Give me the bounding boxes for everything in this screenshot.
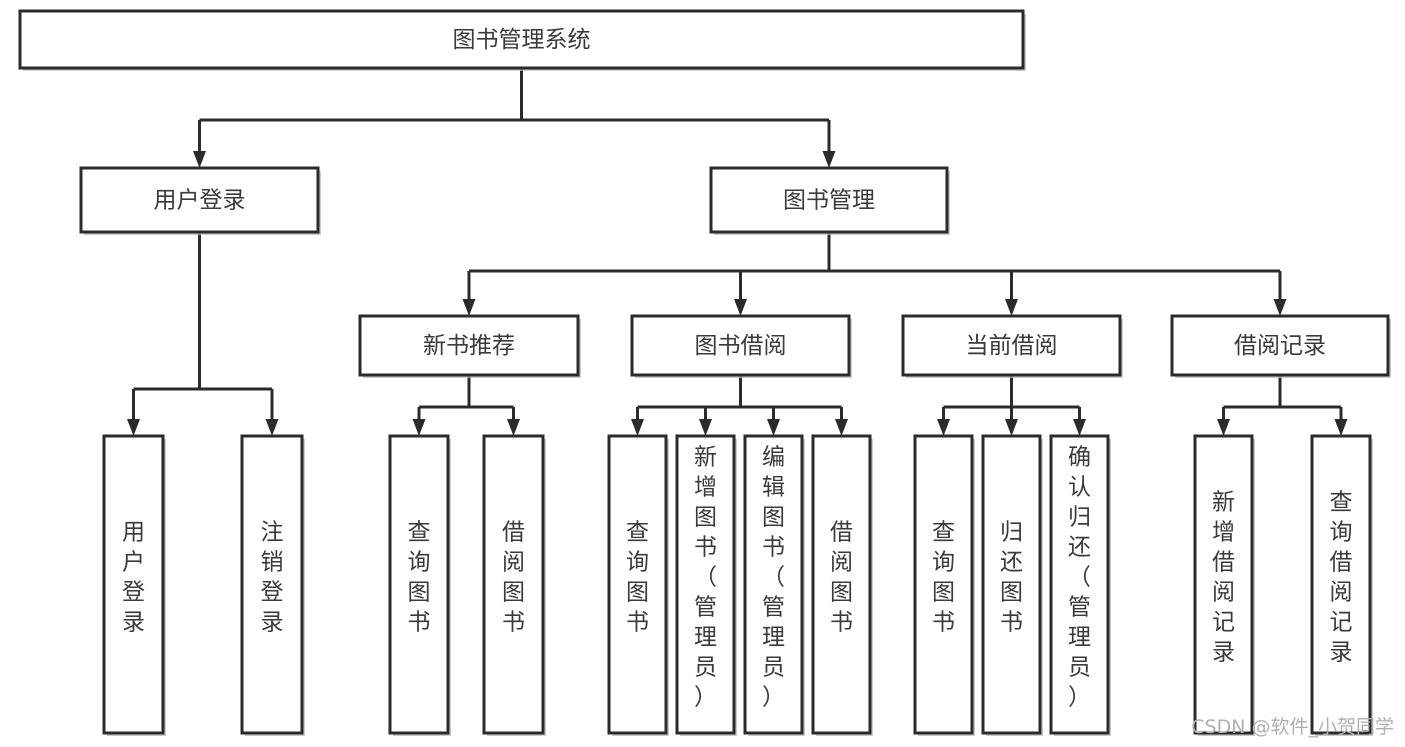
node-box-outline[interactable] — [901, 314, 1122, 377]
arrow-head-icon — [1073, 419, 1086, 436]
node-box-outline[interactable] — [102, 434, 165, 735]
node-leaf-leaf-record-query-record[interactable]: 查询借阅记录 — [1310, 434, 1373, 736]
arrow-head-icon — [822, 151, 836, 168]
node-box-outline[interactable] — [358, 314, 580, 377]
node-leaf-leaf-borrow-add-book[interactable]: 新增图书（管理员） — [675, 434, 737, 736]
node-box-outline[interactable] — [981, 434, 1042, 735]
node-layer: 图书管理系统用户登录图书管理新书推荐图书借阅当前借阅借阅记录用户登录注销登录查询… — [18, 9, 1391, 736]
arrow-head-icon — [1334, 419, 1348, 436]
node-label: 图书管理 — [783, 188, 875, 214]
connector-conn-recommend-to-leaves — [412, 375, 520, 436]
node-label: 新增图书（管理员） — [694, 445, 717, 711]
node-box-outline[interactable] — [1193, 434, 1254, 735]
node-label: 查询借阅记录 — [1330, 490, 1353, 666]
node-label: 图书借阅 — [695, 333, 787, 359]
node-label: 查询图书 — [626, 520, 649, 636]
node-box-outline[interactable] — [675, 434, 736, 735]
node-label: 借阅图书 — [830, 520, 853, 636]
arrow-head-icon — [412, 419, 426, 436]
node-level1-user-login[interactable]: 用户登录 — [79, 166, 321, 235]
node-level2-borrow-record[interactable]: 借阅记录 — [1170, 314, 1391, 378]
node-label: 用户登录 — [122, 520, 145, 636]
node-box-outline[interactable] — [607, 434, 668, 735]
node-label: 当前借阅 — [966, 333, 1058, 359]
node-level1-book-manage[interactable]: 图书管理 — [709, 166, 950, 235]
node-box-outline[interactable] — [709, 166, 949, 234]
arrow-head-icon — [193, 151, 206, 168]
node-label: 归还图书 — [1000, 520, 1023, 636]
arrow-head-icon — [462, 299, 476, 316]
node-leaf-leaf-borrow-query-book[interactable]: 查询图书 — [607, 434, 669, 736]
node-label: 图书管理系统 — [453, 27, 591, 53]
node-label: 确认归还（管理员） — [1068, 445, 1091, 711]
node-leaf-leaf-user-login[interactable]: 用户登录 — [102, 434, 166, 736]
arrow-head-icon — [1005, 419, 1018, 436]
node-leaf-leaf-borrow-borrow-book[interactable]: 借阅图书 — [811, 434, 873, 736]
node-box-outline[interactable] — [388, 434, 450, 735]
node-level2-new-book-recommend[interactable]: 新书推荐 — [358, 314, 581, 378]
node-level2-current-borrow[interactable]: 当前借阅 — [901, 314, 1123, 378]
arrow-head-icon — [835, 419, 848, 436]
connector-conn-bookmanage-to-level2 — [462, 232, 1287, 316]
node-box-outline[interactable] — [811, 434, 872, 735]
node-label: 用户登录 — [154, 188, 246, 214]
arrow-head-icon — [767, 419, 780, 436]
node-box-outline[interactable] — [18, 9, 1025, 70]
node-leaf-leaf-record-add-record[interactable]: 新增借阅记录 — [1193, 434, 1255, 736]
node-label: 查询图书 — [408, 520, 431, 636]
node-label: 借阅记录 — [1234, 333, 1326, 359]
node-box-outline[interactable] — [1049, 434, 1110, 735]
node-box-outline[interactable] — [1170, 314, 1390, 377]
node-leaf-leaf-borrow-edit-book[interactable]: 编辑图书（管理员） — [743, 434, 805, 736]
arrow-head-icon — [127, 419, 140, 436]
node-leaf-leaf-user-logout[interactable]: 注销登录 — [240, 434, 305, 736]
node-leaf-leaf-recommend-borrow-book[interactable]: 借阅图书 — [482, 434, 546, 736]
connector-conn-root-to-level1 — [193, 68, 836, 168]
node-leaf-leaf-current-query-book[interactable]: 查询图书 — [913, 434, 975, 736]
connector-conn-bookborrow-to-leaves — [631, 375, 848, 436]
node-label: 新增借阅记录 — [1212, 490, 1235, 666]
arrow-head-icon — [1005, 299, 1018, 316]
node-root-root[interactable]: 图书管理系统 — [18, 9, 1026, 71]
arrow-head-icon — [265, 419, 279, 436]
watermark-label: CSDN @软件_小贺同学 — [1191, 716, 1394, 738]
node-leaf-leaf-recommend-query-book[interactable]: 查询图书 — [388, 434, 451, 736]
node-box-outline[interactable] — [743, 434, 804, 735]
node-label: 注销登录 — [261, 520, 284, 636]
node-box-outline[interactable] — [913, 434, 974, 735]
arrow-head-icon — [1217, 419, 1230, 436]
node-box-outline[interactable] — [240, 434, 304, 735]
node-label: 新书推荐 — [423, 333, 515, 359]
arrow-head-icon — [937, 419, 950, 436]
connector-conn-userlogin-to-leaves — [127, 232, 279, 436]
arrow-head-icon — [699, 419, 712, 436]
node-leaf-leaf-current-confirm-return[interactable]: 确认归还（管理员） — [1049, 434, 1111, 736]
connector-conn-borrowrecord-to-leaves — [1217, 375, 1348, 436]
node-leaf-leaf-current-return-book[interactable]: 归还图书 — [981, 434, 1043, 736]
arrow-head-icon — [631, 419, 644, 436]
node-level2-book-borrow[interactable]: 图书借阅 — [630, 314, 852, 378]
arrow-head-icon — [734, 299, 747, 316]
connector-layer — [127, 68, 1348, 436]
node-label: 借阅图书 — [502, 520, 525, 636]
arrow-head-icon — [507, 419, 520, 436]
node-box-outline[interactable] — [482, 434, 545, 735]
node-label: 编辑图书（管理员） — [762, 445, 785, 711]
connector-conn-currentborrow-to-leaves — [937, 375, 1086, 436]
node-box-outline[interactable] — [630, 314, 851, 377]
node-box-outline[interactable] — [1310, 434, 1372, 735]
node-label: 查询图书 — [932, 520, 955, 636]
node-box-outline[interactable] — [79, 166, 320, 234]
arrow-head-icon — [1273, 299, 1287, 316]
